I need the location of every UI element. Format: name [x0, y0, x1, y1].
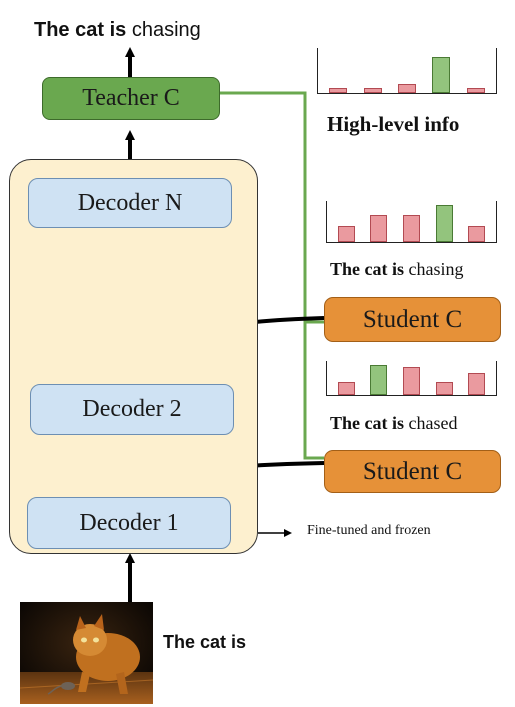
- chart-high-level-caption: High-level info: [327, 112, 460, 136]
- chart-bar: [467, 88, 485, 93]
- chart-high-level: [317, 48, 497, 94]
- legend-arrow: [258, 529, 292, 537]
- chart-chasing: [326, 201, 497, 243]
- chart-bar: [432, 57, 450, 93]
- decoder-n-label: Decoder N: [77, 189, 183, 216]
- student-upper-label: Student C: [362, 305, 463, 333]
- chart-chasing-caption: The cat is chasing: [330, 259, 464, 279]
- cat-photo: [20, 602, 153, 704]
- teacher-label: Teacher C: [82, 85, 180, 111]
- teacher-box: Teacher C: [42, 77, 220, 120]
- legend-text: Fine-tuned and frozen: [307, 523, 431, 538]
- chart-bar: [403, 367, 420, 395]
- chart-bar: [364, 88, 382, 93]
- decoder-1: Decoder 1: [27, 497, 231, 549]
- teacher-to-student-upper-connector: [220, 91, 324, 324]
- chart-bar: [403, 215, 420, 242]
- chart-bar: [329, 88, 347, 93]
- chart-chased: [326, 361, 497, 396]
- chart-bar: [370, 215, 387, 242]
- chart-bar: [468, 373, 485, 395]
- decoder-2-label: Decoder 2: [82, 396, 182, 422]
- student-lower-label: Student C: [362, 457, 463, 485]
- student-upper: Student C: [324, 297, 501, 342]
- student-lower: Student C: [324, 450, 501, 493]
- decoder-2: Decoder 2: [30, 384, 234, 435]
- chart-bar: [436, 382, 453, 395]
- decoder-n: Decoder N: [28, 178, 232, 228]
- teacher-output-text: The cat is chasing: [34, 19, 201, 41]
- chart-bar: [338, 382, 355, 395]
- teacher-to-student-lower-connector: [303, 322, 324, 460]
- input-text: The cat is: [163, 632, 247, 652]
- chart-bar: [398, 84, 416, 93]
- chart-bar: [436, 205, 453, 242]
- chart-bar: [338, 226, 355, 242]
- chart-bar: [468, 226, 485, 242]
- decoder-1-label: Decoder 1: [79, 509, 179, 536]
- chart-bar: [370, 365, 387, 395]
- chart-chased-caption: The cat is chased: [330, 413, 458, 433]
